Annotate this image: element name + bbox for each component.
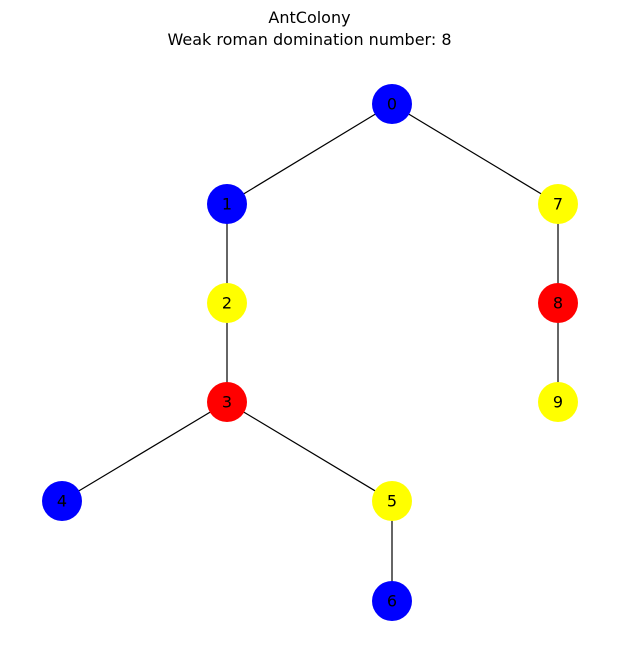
node-circle-2 xyxy=(207,283,247,323)
node-label-0: 0 xyxy=(387,95,397,114)
node-circle-6 xyxy=(372,581,412,621)
node-1: 1 xyxy=(207,184,247,224)
node-label-5: 5 xyxy=(387,492,397,511)
node-label-1: 1 xyxy=(222,195,232,214)
node-circle-5 xyxy=(372,481,412,521)
node-circle-0 xyxy=(372,84,412,124)
node-circle-4 xyxy=(42,481,82,521)
node-9: 9 xyxy=(538,382,578,422)
edge-0-1 xyxy=(226,103,393,205)
node-circle-9 xyxy=(538,382,578,422)
node-label-3: 3 xyxy=(222,393,232,412)
node-4: 4 xyxy=(42,481,82,521)
nodes-layer: 0 1 2 3 4 5 6 7 8 9 xyxy=(42,84,578,621)
node-circle-8 xyxy=(538,283,578,323)
edge-3-5 xyxy=(226,401,393,502)
node-3: 3 xyxy=(207,382,247,422)
diagram-subtitle: Weak roman domination number: 8 xyxy=(167,30,452,49)
node-7: 7 xyxy=(538,184,578,224)
node-2: 2 xyxy=(207,283,247,323)
node-label-8: 8 xyxy=(553,294,563,313)
node-label-7: 7 xyxy=(553,195,563,214)
node-8: 8 xyxy=(538,283,578,323)
node-label-2: 2 xyxy=(222,294,232,313)
edges-layer xyxy=(61,103,559,601)
edge-0-7 xyxy=(391,103,559,205)
edge-3-4 xyxy=(61,401,228,502)
node-label-4: 4 xyxy=(57,492,67,511)
diagram-title: AntColony xyxy=(268,8,351,27)
node-circle-3 xyxy=(207,382,247,422)
node-5: 5 xyxy=(372,481,412,521)
node-label-6: 6 xyxy=(387,592,397,611)
node-0: 0 xyxy=(372,84,412,124)
node-circle-1 xyxy=(207,184,247,224)
node-label-9: 9 xyxy=(553,393,563,412)
node-6: 6 xyxy=(372,581,412,621)
node-circle-7 xyxy=(538,184,578,224)
